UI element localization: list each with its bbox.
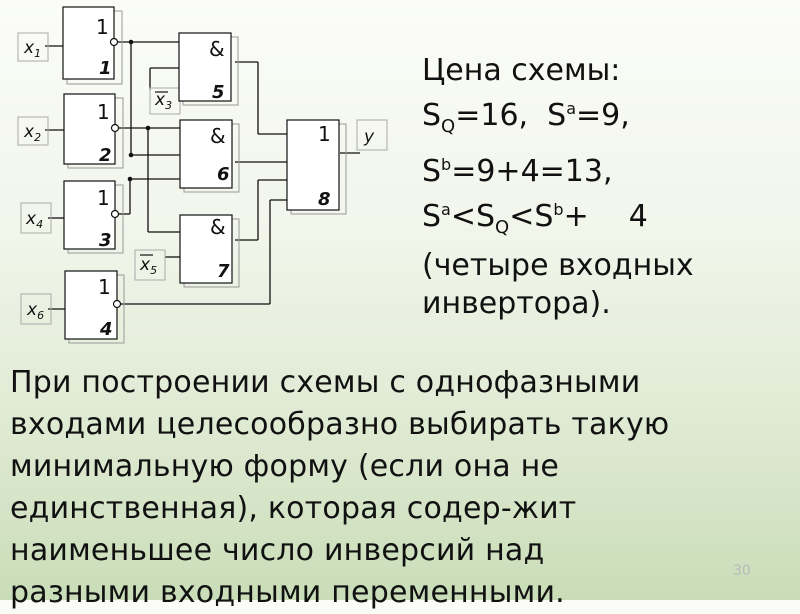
input-x4: x4 [20, 202, 52, 234]
svg-text:1: 1 [99, 58, 112, 79]
svg-text:5: 5 [212, 82, 225, 103]
svg-text:4: 4 [99, 319, 113, 340]
svg-text:x3: x3 [154, 90, 172, 112]
slide-number: 30 [733, 563, 751, 579]
svg-text:x4: x4 [25, 209, 43, 231]
slide: x1 x2 x4 x6 x3 x5 y 1 1 1 2 [10, 6, 751, 610]
svg-text:2: 2 [99, 145, 112, 166]
input-x1: x1 [17, 32, 49, 62]
paragraph-line: наименьшее число инверсий над [10, 533, 545, 568]
svg-text:6: 6 [217, 164, 230, 185]
svg-text:8: 8 [318, 189, 331, 210]
paragraph-line: входами целесообразно выбирать такую [10, 407, 670, 442]
svg-text:x2: x2 [23, 122, 41, 144]
gate-6: & 6 [179, 119, 240, 193]
svg-text:x5: x5 [139, 255, 157, 277]
junction-dot [128, 152, 134, 158]
svg-text:7: 7 [217, 261, 230, 282]
circuit-wires [45, 41, 360, 310]
svg-text:1: 1 [97, 100, 110, 124]
svg-text:1: 1 [96, 15, 109, 39]
gate-3: 1 3 [63, 180, 124, 254]
svg-text:1: 1 [97, 186, 110, 210]
paragraph-line: минимальную форму (если она не [10, 449, 560, 484]
svg-text:&: & [210, 124, 226, 148]
svg-text:1: 1 [98, 275, 111, 299]
paragraph-line: единственная), которая содер-жит [10, 491, 577, 526]
paragraph-line: разными входными переменными. [10, 575, 565, 610]
input-x5: x5 [134, 249, 166, 281]
svg-text:y: y [363, 127, 375, 147]
inverter-bubble [109, 37, 119, 47]
cost-line-inequality: Sa<SQ<Sb+4 [422, 199, 648, 238]
input-x3: x3 [149, 87, 181, 115]
cost-heading: Цена схемы: [422, 53, 621, 88]
junction-dot [127, 176, 133, 182]
cost-line-sq-sa: SQ=16, Sa=9, [422, 98, 630, 137]
junction-dot [145, 125, 151, 131]
cost-line-note-2: инвертора). [422, 286, 611, 321]
scheme-cost-text: Цена схемы: SQ=16, Sa=9, Sb=9+4=13, Sa<S… [422, 52, 694, 323]
gate-5: & 5 [178, 32, 239, 106]
input-x6: x6 [20, 293, 52, 325]
gate-7: & 7 [179, 214, 240, 288]
svg-text:x6: x6 [26, 300, 44, 322]
junction-dot [128, 39, 134, 45]
input-x2: x2 [17, 116, 49, 146]
inverter-bubble [110, 209, 120, 219]
output-y: y [356, 119, 388, 151]
gate-2: 1 2 [63, 93, 124, 169]
logic-circuit-diagram: x1 x2 x4 x6 x3 x5 y 1 1 1 2 [17, 6, 388, 344]
inverter-bubble [110, 123, 120, 133]
svg-text:3: 3 [99, 230, 112, 251]
svg-text:1: 1 [318, 122, 331, 146]
cost-line-note-1: (четыре входных [422, 248, 694, 283]
gate-1: 1 1 [62, 6, 123, 85]
svg-text:&: & [209, 37, 225, 61]
gate-8: 1 8 [286, 119, 347, 215]
conclusion-paragraph: При построении схемы с однофазными входа… [10, 362, 795, 614]
cost-line-sb: Sb=9+4=13, [422, 154, 613, 189]
svg-text:&: & [210, 215, 226, 239]
svg-text:x1: x1 [23, 38, 41, 60]
inverter-bubble [112, 299, 122, 309]
paragraph-line: При построении схемы с однофазными [10, 365, 641, 400]
